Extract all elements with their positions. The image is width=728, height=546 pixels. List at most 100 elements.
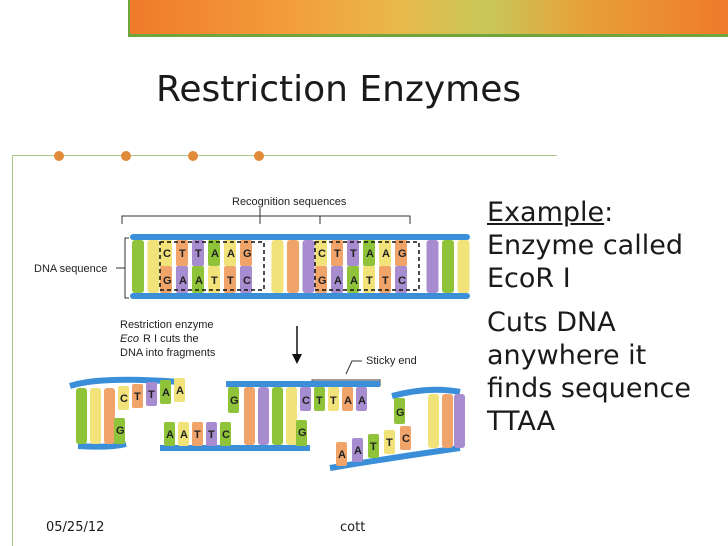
header-banner — [128, 0, 728, 34]
base-bottom — [176, 266, 188, 293]
base-letter: T — [330, 395, 337, 407]
fragment-base — [400, 426, 411, 450]
base-letter: T — [366, 275, 373, 287]
enzyme-label-2: R I cuts the — [143, 333, 199, 345]
example-word: Example — [487, 197, 605, 228]
fragment-base — [394, 398, 405, 424]
base-top — [395, 240, 407, 266]
base-letter: G — [396, 407, 405, 419]
base-letter: C — [318, 248, 326, 260]
enzyme-label-1: Restriction enzyme — [120, 319, 214, 331]
fragment-bar — [454, 394, 465, 448]
slide-title: Restriction Enzymes — [156, 69, 522, 110]
fragment-base — [368, 434, 379, 458]
fragment-backbone — [391, 386, 461, 399]
left-rule — [12, 155, 13, 546]
example-paragraph: Example: Enzyme called EcoR I — [487, 196, 719, 295]
enzyme-called-line: Enzyme called — [487, 230, 683, 261]
fragment-base — [352, 438, 363, 462]
fragment-base — [356, 387, 367, 411]
cuts-line-4: TTAA — [487, 406, 556, 437]
base-letter: T — [208, 429, 215, 441]
fragment-backbone — [77, 441, 127, 450]
enzyme-label-3: DNA into fragments — [120, 347, 216, 359]
base-letter: A — [366, 248, 374, 260]
fragment-base — [384, 430, 395, 454]
base-top — [224, 240, 236, 266]
base-letter: G — [230, 395, 239, 407]
bullet-dot — [254, 151, 264, 161]
header-left-border — [128, 0, 130, 36]
backbone-bottom — [130, 293, 470, 299]
base-top — [331, 240, 343, 266]
fragment-base — [336, 442, 347, 466]
base-letter: C — [398, 275, 406, 287]
base-letter: T — [211, 275, 218, 287]
base-letter: A — [162, 387, 170, 399]
recognition-label: Recognition sequences — [232, 196, 347, 208]
base-letter: A — [350, 275, 358, 287]
example-colon: : — [604, 197, 614, 228]
base-letter: A — [195, 275, 203, 287]
base-letter: G — [243, 248, 252, 260]
base-pair-bar — [426, 240, 439, 293]
base-top — [315, 240, 327, 266]
dna-sequence-label: DNA sequence — [34, 263, 107, 275]
fragment-bar — [244, 387, 255, 445]
restriction-enzyme-diagram: Recognition sequences DNA sequence CGTAT… — [34, 196, 470, 471]
fragment-bar — [428, 394, 439, 448]
fragment-base — [114, 418, 125, 444]
cuts-line-1: Cuts DNA — [487, 307, 616, 338]
base-letter: C — [163, 248, 171, 260]
base-bottom — [363, 266, 375, 293]
base-bottom — [192, 266, 204, 293]
footer-author: cott — [340, 520, 366, 535]
base-bottom — [395, 266, 407, 293]
cut-arrowhead — [292, 354, 302, 364]
base-letter: G — [398, 248, 407, 260]
fragment-base — [328, 387, 339, 411]
base-bottom — [379, 266, 391, 293]
fragment-base — [296, 420, 307, 446]
base-pair-bar — [271, 240, 284, 293]
base-top — [379, 240, 391, 266]
base-letter: C — [120, 393, 128, 405]
base-letter: C — [302, 395, 310, 407]
base-letter: C — [222, 429, 230, 441]
base-top — [347, 240, 359, 266]
base-letter: A — [179, 275, 187, 287]
base-top — [192, 240, 204, 266]
bullet-dot — [54, 151, 64, 161]
base-top — [363, 240, 375, 266]
base-letter: T — [195, 248, 202, 260]
base-top — [240, 240, 252, 266]
title-rule — [12, 155, 557, 156]
base-letter: T — [194, 429, 201, 441]
sticky-end-pointer — [345, 360, 362, 375]
base-pair-bar — [442, 240, 454, 293]
base-letter: C — [243, 275, 251, 287]
recognition-box-2 — [314, 241, 420, 291]
fragment-bar — [442, 394, 453, 448]
base-letter: C — [402, 433, 410, 445]
fragment-base — [174, 378, 185, 402]
fragment-base — [118, 386, 129, 410]
cuts-line-2: anywhere it — [487, 340, 647, 371]
base-letter: A — [354, 445, 362, 457]
base-letter: A — [176, 385, 184, 397]
base-pair-bar — [287, 240, 299, 293]
fragment-bar — [90, 388, 101, 444]
base-letter: T — [350, 248, 357, 260]
fragment-bar — [286, 387, 297, 445]
base-letter: A — [180, 429, 188, 441]
fragment-base — [206, 422, 217, 446]
header-underline — [128, 34, 728, 37]
base-bottom — [224, 266, 236, 293]
enzyme-label-eco: Eco — [120, 333, 139, 345]
base-top — [208, 240, 220, 266]
footer-date: 05/25/12 — [46, 520, 105, 535]
base-letter: T — [134, 391, 141, 403]
base-letter: A — [338, 449, 346, 461]
base-letter: T — [179, 248, 186, 260]
